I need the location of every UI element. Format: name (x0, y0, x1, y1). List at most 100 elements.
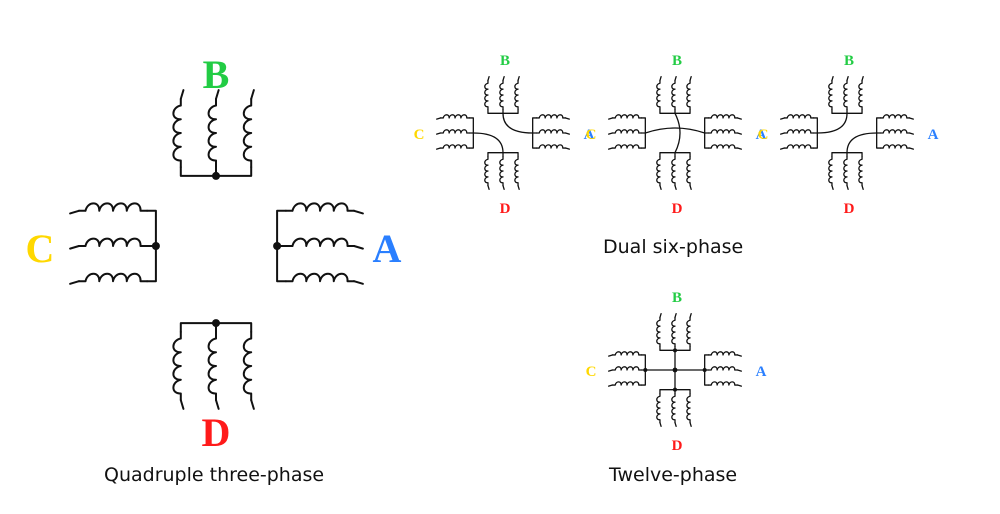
bank-a-coil-3-lead (353, 280, 364, 285)
diagram-dual-1-bank-d-coil-2-lead (502, 184, 505, 190)
diagram-dual-2-phase-label-c: C (586, 127, 597, 143)
diagram-twelve-phase-label-a: A (756, 364, 767, 380)
diagram-dual-2-bank-a-coil-2-lead (736, 132, 742, 135)
bank-a-coil-3 (284, 272, 356, 283)
diagram-dual-2-bank-c-coil-2-lead (608, 132, 614, 135)
diagram-dual-1-link-b-a (502, 112, 534, 134)
bank-b-coil-1-lead (179, 89, 185, 100)
diagram-dual-2-phase-label-b: B (672, 53, 682, 69)
junction-a-dot (273, 242, 282, 250)
bank-c-coil-3-lead (69, 280, 80, 285)
caption-quadruple-three-phase: Quadruple three-phase (104, 464, 325, 486)
diagram-dual-1-bank-d-coil-3-lead (517, 184, 520, 190)
diagram-dual-2-bank-a-coil-1-lead (736, 117, 742, 120)
diagram-dual-3-phase-label-d: D (844, 201, 855, 217)
diagram-dual-2-bank-c-coil-1 (611, 114, 643, 119)
bank-a-coil-1 (284, 202, 356, 212)
diagram-dual-1-bank-b-coil-3-lead (517, 76, 520, 82)
diagram-dual-2-phase-label-d: D (672, 201, 683, 217)
diagram-dual-2-bank-a-coil-3-lead (736, 147, 742, 150)
diagram-twelve-bank-d-coil-3 (686, 392, 691, 424)
diagram-dual-1-bank-d-coil-3 (514, 155, 519, 187)
diagram-dual-3-bank-a-coil-2 (879, 129, 911, 134)
diagram-dual-2-bank-d-coil-1-lead (659, 184, 662, 190)
diagram-dual-2-bank-a-coil-1 (707, 114, 739, 119)
diagram-twelve-bank-b-coil-3 (686, 316, 691, 348)
diagram-dual-1-bank-c-coil-1 (439, 114, 471, 119)
diagram-dual-1-bank-c-coil-2-lead (436, 132, 442, 135)
diagram-twelve-junction-d-dot (673, 387, 677, 392)
diagram-dual-1-bank-c-coil-3-lead (436, 147, 442, 150)
diagram-twelve-junction-c-dot (643, 368, 648, 372)
diagram-dual-3-bank-c-coil-2-lead (780, 132, 786, 135)
diagram-dual-2-bank-a-coil-3 (707, 144, 739, 149)
diagram-twelve-phase-label-c: C (586, 364, 597, 380)
diagram-dual-3-bank-a-coil-2-lead (908, 132, 914, 135)
diagram-dual-1-bank-a-coil-1 (535, 114, 567, 119)
bank-d-coil-1-lead (179, 399, 185, 410)
diagram-twelve-bank-d-coil-1 (656, 392, 661, 424)
diagram-twelve-bank-c-coil-3 (611, 381, 643, 386)
bank-d-coil-3 (242, 330, 253, 402)
diagram-dual-3-bank-a-coil-3 (879, 144, 911, 149)
diagram-dual-2-bank-c-coil-1-lead (608, 117, 614, 120)
diagram-twelve-bank-c-coil-3-lead (608, 384, 614, 387)
phase-label-a: A (373, 226, 402, 271)
diagram-dual-1-bank-b-coil-3 (514, 79, 519, 111)
junction-c-dot (151, 242, 160, 250)
diagram-twelve-bank-b-coil-3-lead (689, 313, 692, 319)
diagram-dual-1-bank-a-coil-2-lead (564, 132, 570, 135)
diagram-twelve-bank-b-coil-1 (656, 316, 661, 348)
diagram-dual-1-bank-a-coil-1-lead (564, 117, 570, 120)
diagram-dual-3-bank-d-coil-3-lead (861, 184, 864, 190)
bank-c-coil-2-lead (69, 245, 80, 250)
diagram-dual-2-bank-c-coil-3-lead (608, 147, 614, 150)
diagram-dual-3-bank-d-coil-3 (858, 155, 863, 187)
diagram-dual-1-phase-label-d: D (500, 201, 511, 217)
diagram-dual-1-bank-d-coil-1 (484, 155, 489, 187)
bank-d-coil-1 (172, 330, 182, 402)
diagram-twelve-bank-d-coil-2-lead (674, 421, 677, 427)
diagram-dual-1-bank-d-coil-1-lead (487, 184, 490, 190)
diagram-dual-3-bank-c-coil-3-lead (780, 147, 786, 150)
bank-d-coil-2-lead (215, 399, 220, 410)
diagram-twelve-bank-c-coil-1-lead (608, 354, 614, 357)
diagram-dual-2-bank-b-coil-1 (656, 79, 661, 111)
diagram-dual-2-phase-label-a: A (756, 127, 767, 143)
diagram-dual-1-bank-c-coil-1-lead (436, 117, 442, 120)
diagram-dual-2-bank-d-coil-2 (671, 155, 676, 187)
diagram-twelve-bank-a-coil-1 (707, 351, 739, 356)
bank-d-coil-2 (207, 330, 217, 402)
diagram-dual-3-bank-b-coil-1-lead (831, 76, 834, 82)
diagram-twelve-bank-a-coil-3-lead (736, 384, 742, 387)
bank-c-coil-2 (77, 237, 149, 247)
diagram-dual-1-bank-a-coil-3-lead (564, 147, 570, 150)
diagram-dual-3-bank-d-coil-1 (828, 155, 833, 187)
diagram-dual-3-bank-d-coil-2 (843, 155, 848, 187)
diagram-dual-1-bank-b-coil-2 (499, 79, 504, 111)
junction-b-dot (212, 171, 220, 180)
diagram-dual-1-bank-c-coil-3 (439, 144, 471, 149)
diagram-twelve-junction-a-dot (702, 368, 707, 372)
diagram-twelve-bank-c-coil-1 (611, 351, 643, 356)
diagram-dual-3-bank-b-coil-3 (858, 79, 863, 111)
diagram-dual-3-bank-c-coil-3 (783, 144, 815, 149)
bank-a-coil-2 (284, 237, 356, 247)
bank-a-coil-2-lead (353, 245, 364, 250)
caption-twelve-phase: Twelve-phase (609, 464, 738, 486)
diagram-dual-1-bank-b-coil-1-lead (487, 76, 490, 82)
diagram-twelve-bank-c-coil-2 (611, 366, 643, 371)
diagram-dual-1-bank-b-coil-1 (484, 79, 489, 111)
diagram-dual-1-phase-label-b: B (500, 53, 510, 69)
diagram-dual-3-bank-b-coil-2-lead (846, 76, 849, 82)
bank-b-coil-2 (207, 97, 217, 169)
diagram-dual-3-link-a-d (846, 132, 878, 154)
diagram-dual-2-bank-d-coil-3 (686, 155, 691, 187)
caption-dual-six-phase: Dual six-phase (603, 236, 744, 258)
diagram-dual-1-phase-label-a: A (584, 127, 595, 143)
diagram-twelve-phase-label-d: D (672, 438, 683, 454)
diagram-dual-1-bank-a-coil-2 (535, 129, 567, 134)
